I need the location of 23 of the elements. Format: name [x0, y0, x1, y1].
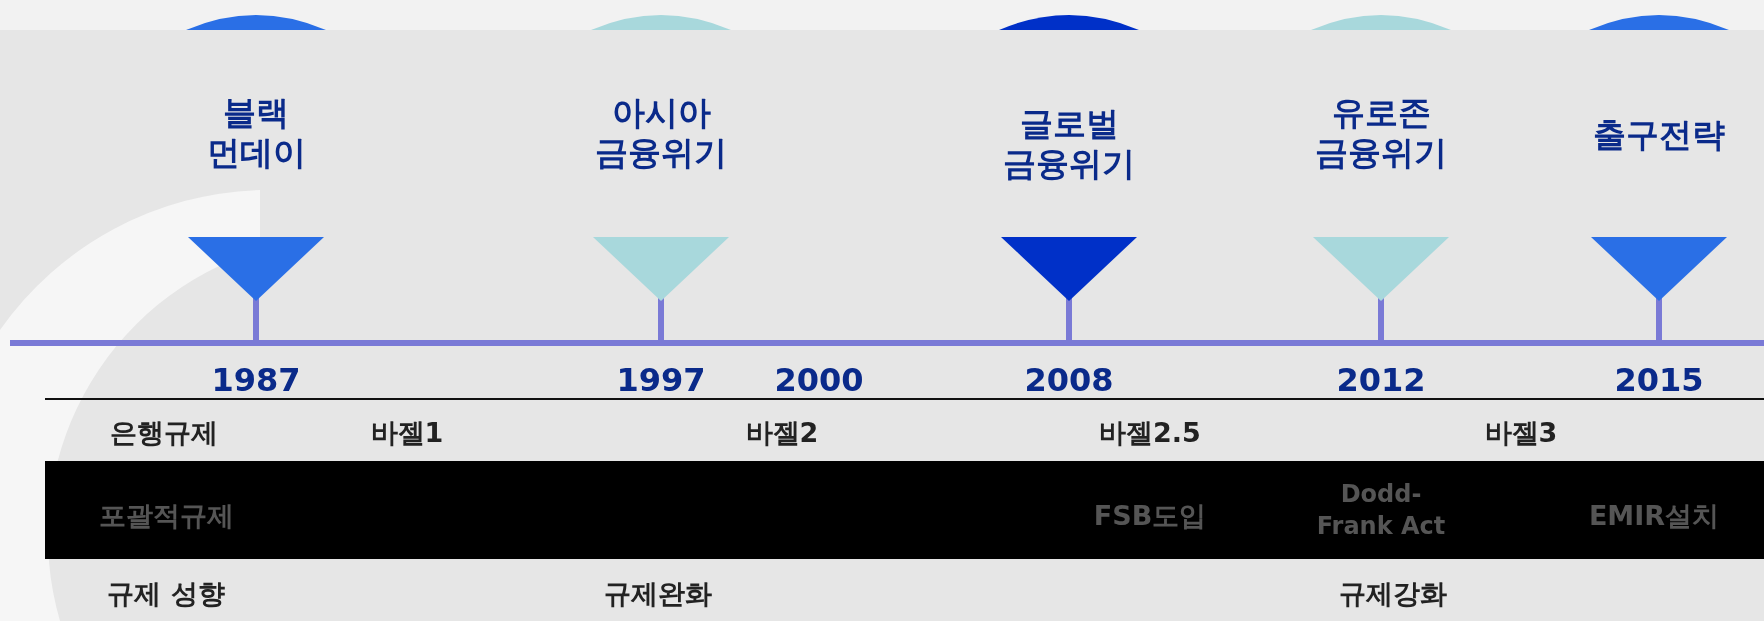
event-label: 유로존 금융위기 [1296, 93, 1466, 173]
cell-text: 규제강화 [1339, 577, 1447, 611]
event-label: 블랙 먼데이 [171, 93, 341, 173]
year-label: 2000 [774, 361, 864, 399]
event-label: 글로벌 금융위기 [984, 104, 1154, 184]
cell-text: 바젤1 [370, 416, 444, 450]
cell-text: FSB도입 [1093, 499, 1207, 533]
year-label: 1987 [211, 361, 301, 399]
cell-text: 바젤3 [1484, 416, 1558, 450]
year-label: 2015 [1614, 361, 1704, 399]
event-label: 출구전략 [1574, 115, 1744, 155]
cell-text: 규제완화 [604, 577, 712, 611]
cell-text: 바젤2.5 [1099, 416, 1201, 450]
row-header: 포괄적규제 [98, 499, 234, 533]
year-label: 2012 [1336, 361, 1426, 399]
event-label: 아시아 금융위기 [576, 93, 746, 173]
cell-text: Dodd-Frank Act [1315, 479, 1447, 542]
row-header: 규제 성향 [107, 577, 225, 611]
year-label: 1997 [616, 361, 706, 399]
cell-text: EMIR설치 [1588, 499, 1720, 533]
cell-text: 바젤2 [745, 416, 819, 450]
year-label: 2008 [1024, 361, 1114, 399]
row-header: 은행규제 [110, 416, 218, 450]
